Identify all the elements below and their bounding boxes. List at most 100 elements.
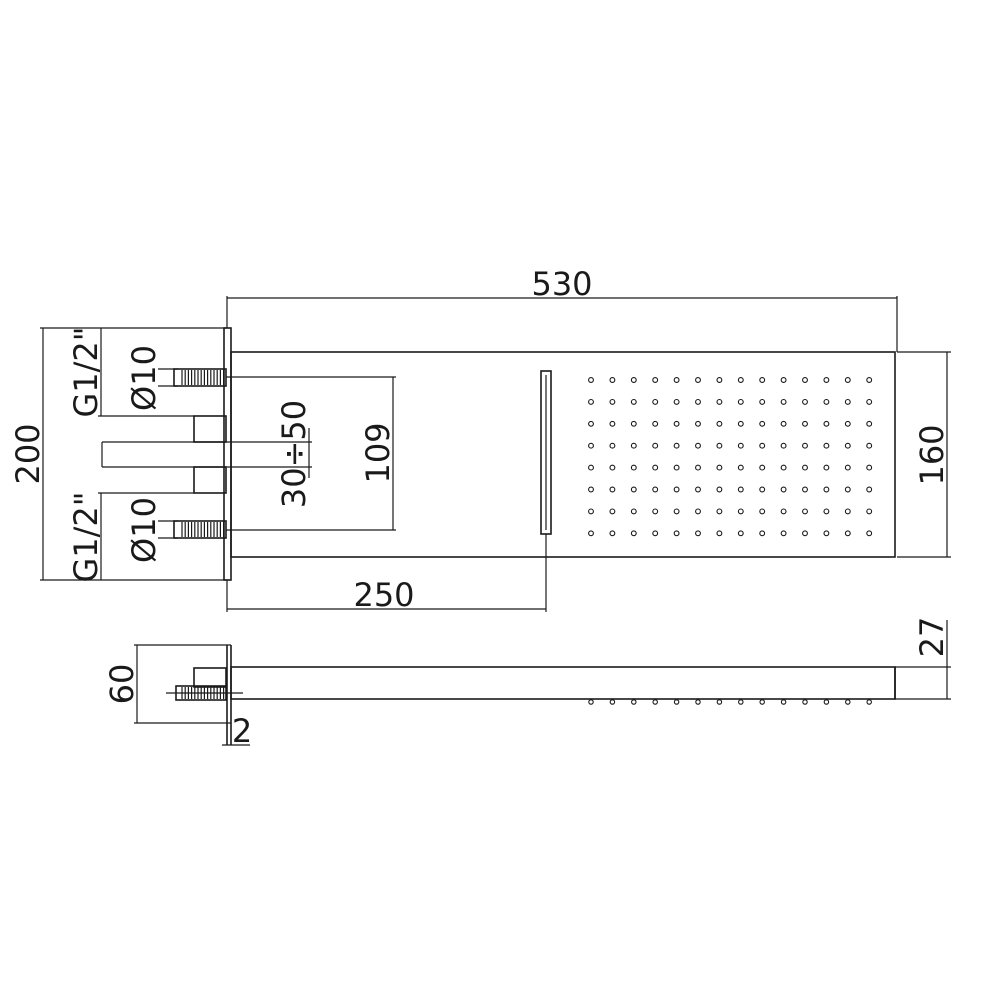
nozzle (716, 442, 723, 449)
side-nozzle (738, 699, 744, 705)
nozzle (695, 398, 701, 405)
nozzle (759, 377, 766, 383)
nozzle (737, 486, 744, 493)
side-nozzle (588, 699, 594, 705)
connector-lower (193, 466, 227, 494)
nozzle (588, 420, 594, 427)
nozzle (802, 464, 808, 471)
side-nozzle (759, 699, 765, 705)
nozzle (844, 530, 851, 537)
nozzle (652, 486, 659, 493)
shower-plate (230, 351, 896, 558)
nozzle (759, 442, 766, 449)
dim-60-label: 60 (103, 664, 141, 705)
dim-200-label: 200 (9, 423, 47, 484)
side-view: 60 27 2 (103, 617, 951, 750)
nozzle (802, 420, 808, 427)
dim-range-label: 30÷50 (275, 400, 313, 508)
nozzle (802, 486, 808, 493)
nozzle (673, 377, 680, 383)
dim-530-label: 530 (531, 265, 592, 303)
nozzle (780, 398, 787, 405)
nozzle (630, 420, 637, 427)
nozzle (673, 464, 680, 471)
nozzle (652, 530, 659, 537)
nozzle (716, 420, 723, 427)
dim-2-label: 2 (232, 712, 252, 750)
nozzle (588, 442, 594, 449)
nozzle (609, 530, 616, 537)
side-nozzle (609, 699, 616, 705)
nozzle (823, 420, 830, 427)
side-nozzle (631, 699, 637, 705)
nozzle (716, 508, 723, 515)
dim-160-label: 160 (913, 424, 951, 485)
thread-bottom-hatch (181, 522, 225, 537)
nozzle (780, 464, 787, 471)
side-nozzle (673, 699, 680, 705)
nozzle (823, 508, 830, 515)
nozzle (652, 398, 659, 405)
nozzle (695, 377, 701, 383)
nozzle (737, 530, 744, 537)
nozzle (737, 442, 744, 449)
nozzle (823, 398, 830, 405)
nozzle (802, 530, 808, 537)
dia-top-label: Ø10 (125, 345, 163, 411)
nozzle (609, 486, 616, 493)
nozzle (609, 464, 616, 471)
nozzle (823, 377, 830, 383)
nozzle (630, 442, 637, 449)
nozzle (652, 377, 659, 383)
side-connector (193, 667, 227, 688)
nozzle (759, 508, 766, 515)
nozzle (737, 508, 744, 515)
nozzle (695, 464, 701, 471)
nozzle (866, 442, 873, 449)
nozzle (630, 377, 637, 383)
nozzle (588, 464, 594, 471)
nozzle (802, 442, 808, 449)
nozzle (630, 486, 637, 493)
nozzle (588, 530, 594, 537)
nozzle (844, 442, 851, 449)
nozzle (844, 377, 851, 383)
nozzle (759, 420, 766, 427)
nozzle (866, 508, 873, 515)
nozzle (780, 486, 787, 493)
nozzle (844, 486, 851, 493)
nozzle (588, 398, 594, 405)
nozzle (716, 398, 723, 405)
nozzle (737, 464, 744, 471)
nozzle (759, 486, 766, 493)
connector-upper (193, 415, 227, 443)
nozzle (695, 486, 701, 493)
nozzle (695, 420, 701, 427)
nozzle (652, 508, 659, 515)
nozzle (844, 508, 851, 515)
side-nozzle-row (588, 699, 872, 705)
nozzle (780, 508, 787, 515)
nozzle (737, 398, 744, 405)
nozzle (673, 398, 680, 405)
nozzle (716, 486, 723, 493)
nozzle (844, 398, 851, 405)
nozzle (866, 530, 873, 537)
nozzle (780, 420, 787, 427)
nozzle (588, 486, 594, 493)
nozzle (866, 398, 873, 405)
nozzle (866, 486, 873, 493)
side-nozzle (652, 699, 658, 705)
nozzle (759, 398, 766, 405)
nozzle (673, 508, 680, 515)
nozzle (844, 420, 851, 427)
nozzle (802, 508, 808, 515)
nozzle (716, 530, 723, 537)
nozzle (630, 508, 637, 515)
nozzle (780, 530, 787, 537)
nozzle (609, 508, 616, 515)
nozzle (588, 508, 594, 515)
nozzle (716, 464, 723, 471)
side-nozzle (802, 699, 808, 705)
